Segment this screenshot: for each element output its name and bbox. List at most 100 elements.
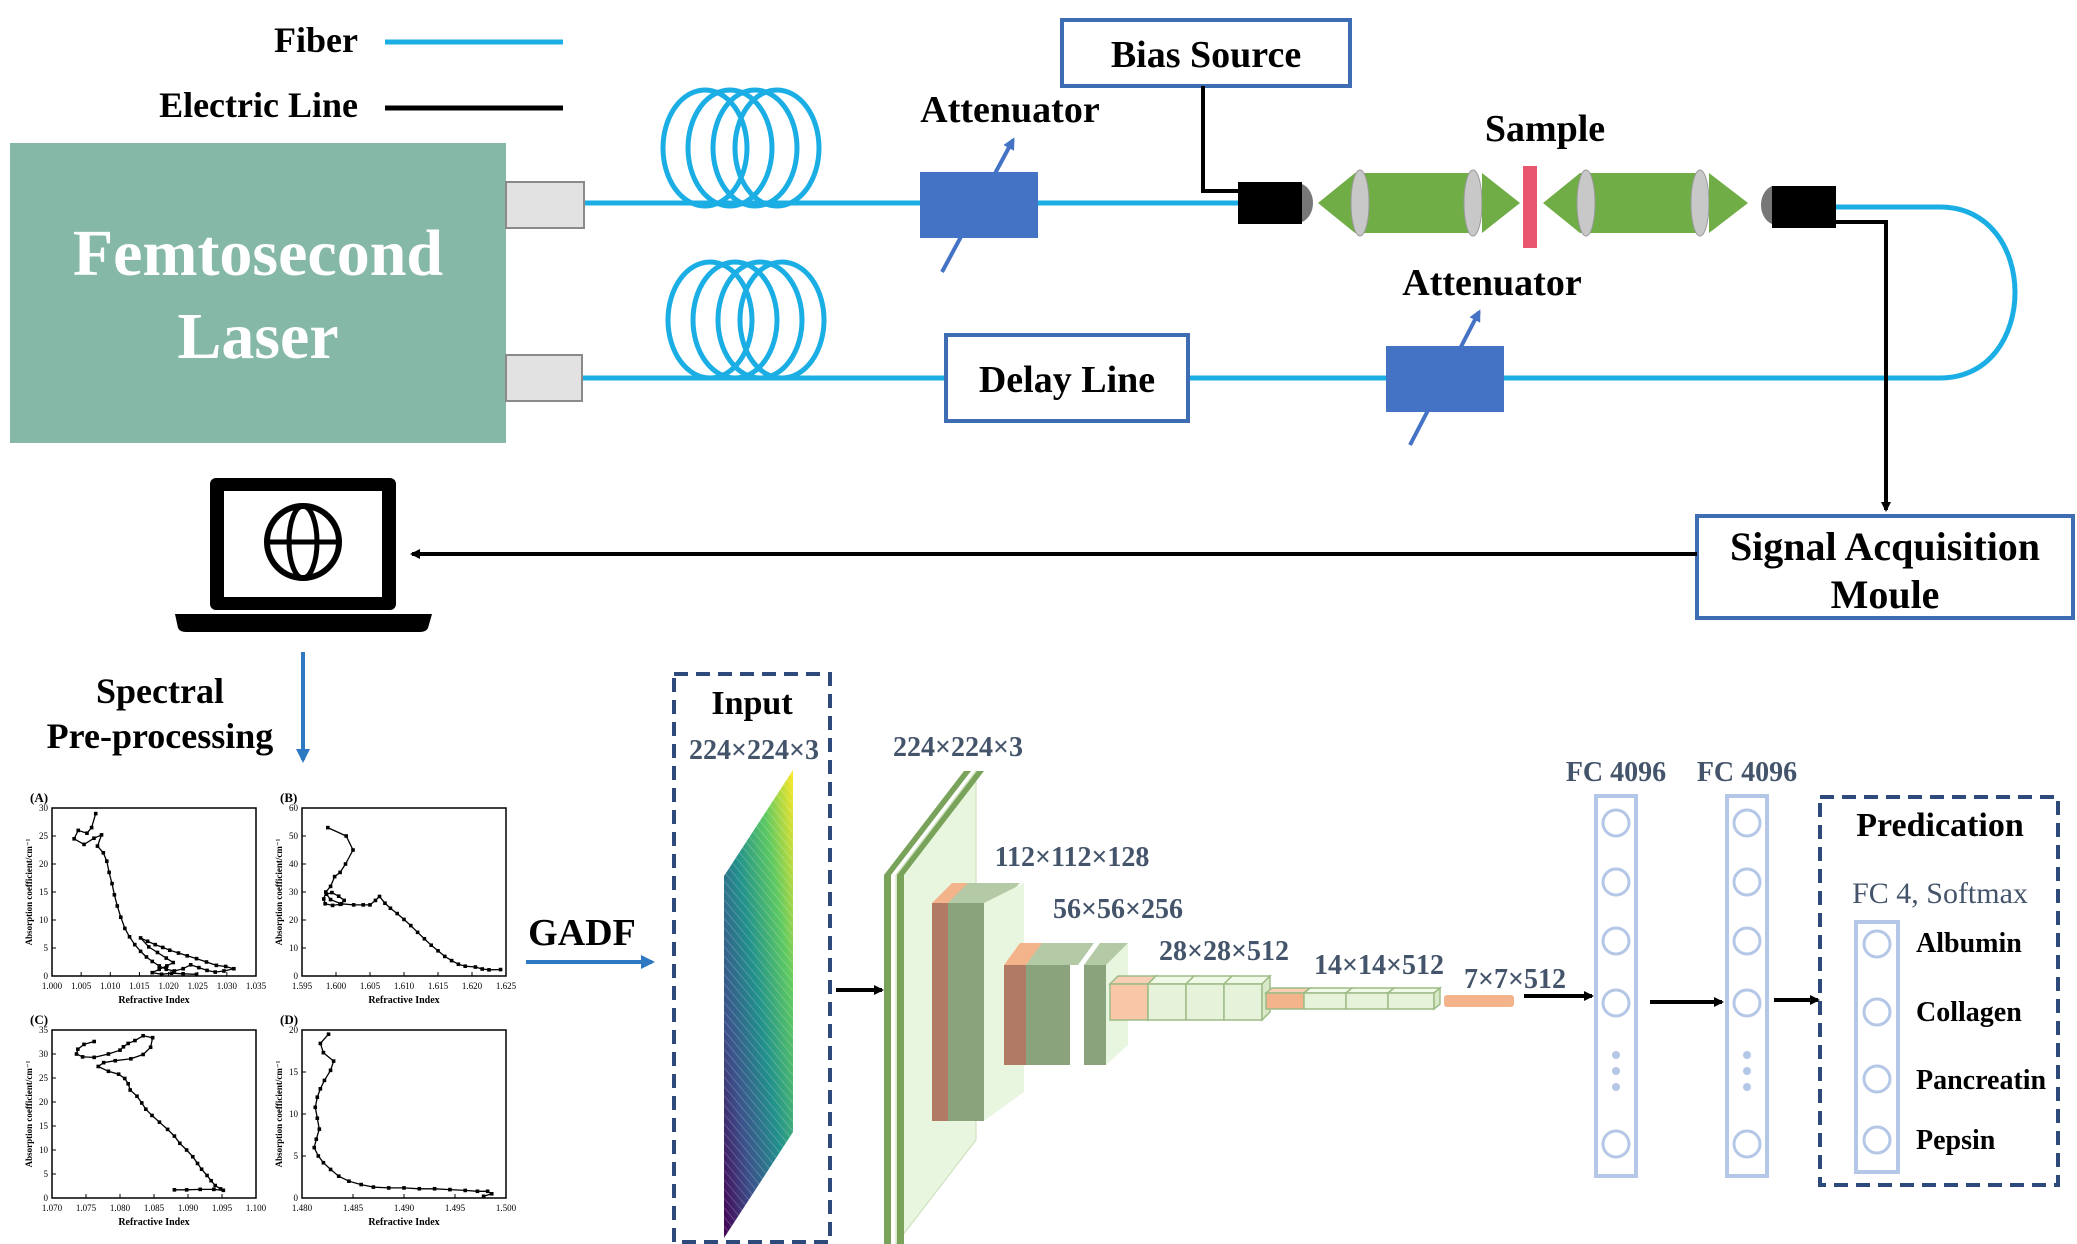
spectrum-point	[155, 950, 160, 955]
y-tick-label: 30	[39, 803, 49, 813]
spectrum-point	[383, 901, 387, 905]
delay-line-box	[944, 333, 1190, 423]
laser-label-line1: Femtosecond	[73, 217, 443, 290]
spectrum-point	[315, 1095, 320, 1099]
spectrum-point	[339, 901, 344, 906]
y-tick-label: 35	[39, 1025, 49, 1035]
x-tick-label: 1.615	[428, 981, 449, 991]
chart-panel-label: (B)	[280, 790, 297, 805]
spectrum-point	[487, 968, 491, 972]
spectrum-point	[347, 1179, 351, 1183]
x-tick-label: 1.095	[212, 1203, 233, 1213]
spectrum-point	[326, 1032, 331, 1036]
spectrum-point	[351, 848, 355, 852]
spectrum-point	[312, 1145, 317, 1150]
spectrum-point	[432, 1186, 437, 1191]
y-tick-label: 15	[39, 1121, 49, 1131]
dim-label-2: 112×112×128	[995, 842, 1150, 873]
y-axis-label: Absorption coefficient/cm⁻¹	[274, 1060, 284, 1167]
class-collagen: Collagen	[1916, 997, 2022, 1028]
spectrum-point	[463, 964, 467, 968]
spectrum-point	[402, 917, 406, 922]
spectrum-point	[199, 1167, 204, 1171]
dim-label-6: 7×7×512	[1464, 964, 1566, 995]
gadf-image-texture	[724, 770, 793, 1238]
spectrum-point	[126, 1041, 130, 1046]
block5	[1263, 986, 1443, 1011]
spectrum-point	[150, 959, 155, 964]
laser-port-top	[505, 181, 585, 229]
spectrum-point	[373, 898, 378, 903]
y-axis-label: Absorption coefficient/cm⁻¹	[24, 1060, 34, 1167]
detector-electric-line	[1836, 220, 1891, 512]
spectrum-point	[118, 1048, 122, 1052]
spectrum-point	[409, 923, 413, 928]
dim-label-4: 28×28×512	[1159, 936, 1289, 967]
x-tick-label: 1.490	[394, 1203, 415, 1213]
spectrum-point	[122, 1076, 127, 1081]
spectrum-point	[110, 881, 114, 886]
lens-cone-2	[1482, 173, 1520, 233]
emitter-lens-cap	[1302, 184, 1314, 222]
attenuator-top-arrow	[940, 137, 1015, 273]
spectrum-point	[172, 969, 177, 973]
delay-line-label: Delay Line	[979, 359, 1155, 401]
spectrum-point	[443, 954, 447, 959]
spectrum-point	[160, 945, 165, 950]
bias-electric-line	[1201, 86, 1240, 193]
y-tick-label: 5	[44, 943, 49, 953]
spectrum-point	[361, 903, 365, 907]
x-tick-label: 1.080	[110, 1203, 131, 1213]
spectrum-point	[178, 1141, 182, 1146]
spectrum-point	[133, 1038, 137, 1043]
spectrum-point	[80, 1055, 85, 1059]
conv1-slab-a-side	[884, 875, 891, 1244]
spectrum-point	[386, 1186, 391, 1190]
spectrum-point	[318, 1041, 323, 1046]
spectrum-point	[150, 970, 155, 975]
spectrum-point	[314, 1137, 319, 1141]
x-tick-label: 1.610	[394, 981, 415, 991]
spectrum-point	[338, 870, 342, 875]
spectrum-line	[73, 813, 235, 975]
spectrum-point	[221, 1188, 226, 1193]
attenuator-top: Attenuator	[920, 89, 1100, 273]
spectrum-point	[112, 893, 117, 897]
x-tick-label: 1.100	[246, 1203, 267, 1213]
spectrum-point	[344, 834, 348, 838]
spectrum-point	[95, 844, 100, 848]
spectrum-point	[92, 1055, 96, 1060]
spectrum-point	[328, 1167, 333, 1172]
spectrum-point	[223, 964, 228, 969]
x-tick-label: 1.090	[178, 1203, 199, 1213]
input-block: Input 224×224×3	[672, 672, 832, 1244]
spectrum-point	[165, 964, 169, 968]
spectrum-point	[328, 1068, 333, 1073]
spectrum-point	[167, 948, 172, 953]
class-pepsin: Pepsin	[1916, 1125, 1996, 1156]
input-dims: 224×224×3	[689, 735, 819, 766]
spectrum-point	[324, 892, 329, 897]
gadf-label: GADF	[528, 912, 636, 954]
spectrum-point	[157, 964, 162, 968]
spectrum-line	[75, 1035, 224, 1191]
spectrum-point	[213, 970, 217, 974]
spectrum-point	[463, 1188, 467, 1193]
lens-cone-1	[1318, 173, 1355, 233]
spectrum-point	[342, 898, 346, 903]
spectrum-point	[195, 1161, 200, 1166]
spectrum-point	[135, 1094, 139, 1099]
spectrum-point	[184, 1188, 189, 1192]
sample-label: Sample	[1485, 108, 1605, 150]
y-tick-label: 20	[39, 1097, 49, 1107]
spectrum-point	[172, 1188, 177, 1192]
spectrum-point	[313, 1105, 318, 1110]
spectrum-point	[89, 825, 94, 830]
legend-fiber-label: Fiber	[274, 20, 358, 60]
spectrum-point	[141, 1033, 145, 1038]
fc-layer-1: FC 4096	[1566, 757, 1666, 1178]
spectrum-line	[313, 1033, 494, 1197]
spectrum-point	[82, 842, 86, 847]
